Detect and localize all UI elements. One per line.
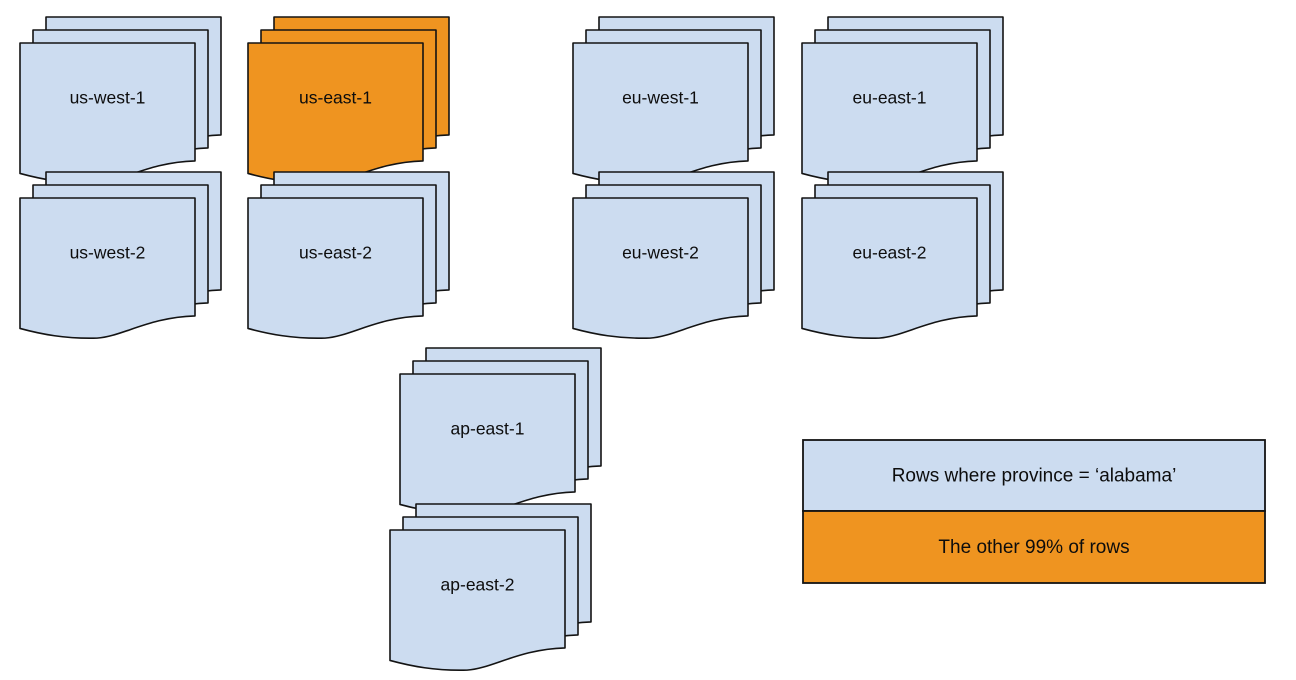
- stack-label-us-east-1: us-east-1: [299, 88, 372, 108]
- legend-swatch: [802, 439, 1266, 512]
- stack-label-eu-west-1: eu-west-1: [622, 88, 699, 108]
- document-sheet: [247, 42, 424, 185]
- document-sheet: [19, 197, 196, 340]
- legend-group: Rows where province = ‘alabama’ The other…: [802, 439, 1266, 584]
- document-sheet: [801, 42, 978, 185]
- stack-label-us-east-2: us-east-2: [299, 243, 372, 263]
- document-sheet: [247, 197, 424, 340]
- legend-label: The other 99% of rows: [938, 537, 1129, 558]
- document-stack-ap-east-2[interactable]: ap-east-2: [389, 503, 592, 672]
- document-sheet: [572, 42, 749, 185]
- document-stack-us-west-2[interactable]: us-west-2: [19, 171, 222, 340]
- stack-label-ap-east-2: ap-east-2: [441, 575, 515, 595]
- document-stack-us-west-1[interactable]: us-west-1: [19, 16, 222, 185]
- document-stack-eu-east-1[interactable]: eu-east-1: [801, 16, 1004, 185]
- stack-label-eu-west-2: eu-west-2: [622, 243, 699, 263]
- stack-label-ap-east-1: ap-east-1: [451, 419, 525, 439]
- document-stack-eu-east-2[interactable]: eu-east-2: [801, 171, 1004, 340]
- stack-label-us-west-1: us-west-1: [70, 88, 146, 108]
- document-stack-us-east-2[interactable]: us-east-2: [247, 171, 450, 340]
- document-stack-eu-west-2[interactable]: eu-west-2: [572, 171, 775, 340]
- legend-row-orange[interactable]: The other 99% of rows: [802, 510, 1266, 584]
- document-stacks-group: us-west-1 us-east-1 eu-west-1 eu-east-1 us-w…: [19, 16, 1004, 672]
- document-stack-us-east-1[interactable]: us-east-1: [247, 16, 450, 185]
- document-stack-ap-east-1[interactable]: ap-east-1: [399, 347, 602, 516]
- document-sheet: [389, 529, 566, 672]
- stack-label-eu-east-2: eu-east-2: [853, 243, 927, 263]
- document-sheet: [801, 197, 978, 340]
- document-sheet: [572, 197, 749, 340]
- stack-label-eu-east-1: eu-east-1: [853, 88, 927, 108]
- document-sheet: [399, 373, 576, 516]
- legend-row-blue[interactable]: Rows where province = ‘alabama’: [802, 439, 1266, 512]
- legend-swatch: [802, 510, 1266, 584]
- document-sheet: [19, 42, 196, 185]
- legend-label: Rows where province = ‘alabama’: [892, 466, 1177, 487]
- stack-label-us-west-2: us-west-2: [70, 243, 146, 263]
- document-stack-eu-west-1[interactable]: eu-west-1: [572, 16, 775, 185]
